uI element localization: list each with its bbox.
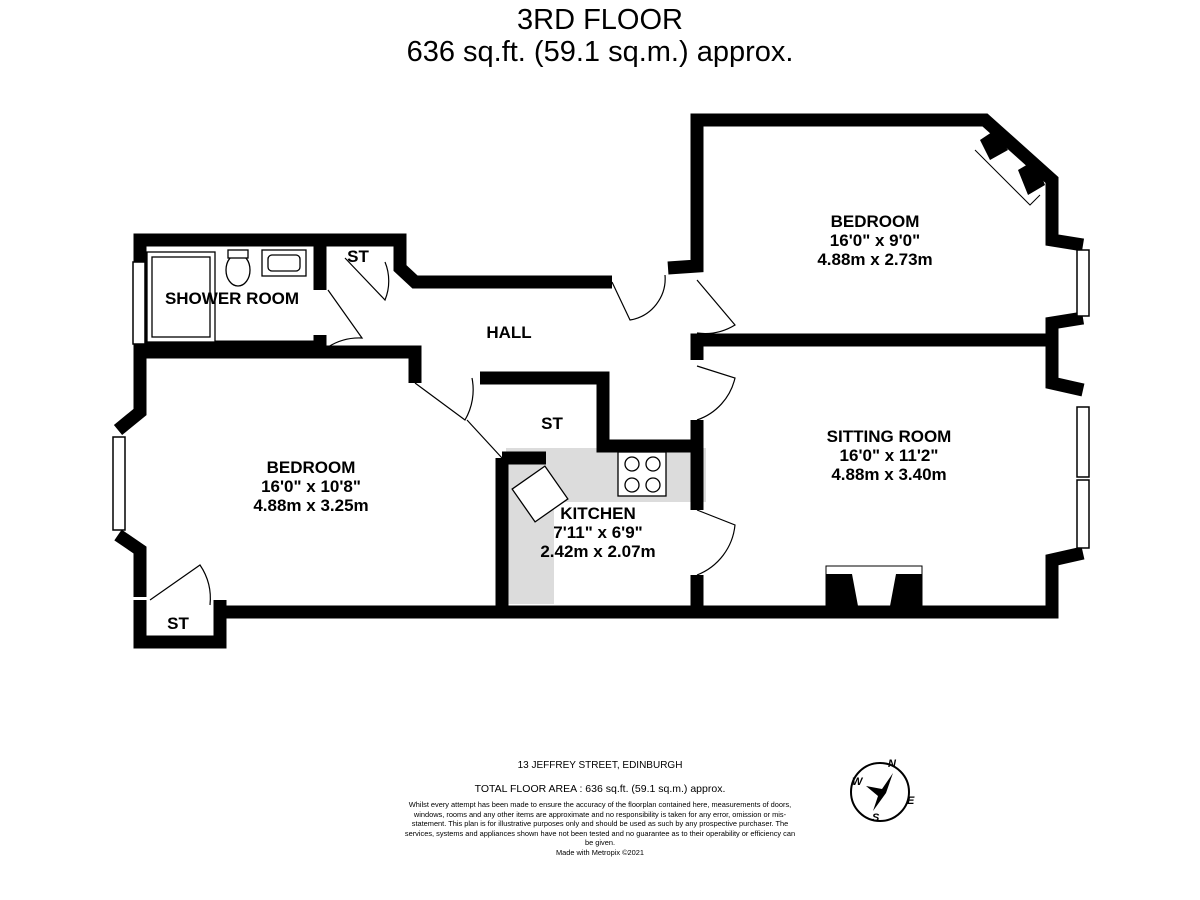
floor-area: 636 sq.ft. (59.1 sq.m.) approx. (406, 36, 794, 68)
total-floor-area: TOTAL FLOOR AREA : 636 sq.ft. (59.1 sq.m… (474, 783, 726, 795)
room-imperial: 16'0" x 10'8" (261, 477, 361, 496)
room-label-kitchen: KITCHEN 7'11" x 6'9" 2.42m x 2.07m (540, 504, 655, 561)
hall-label: HALL (486, 323, 532, 342)
room-name: SITTING ROOM (826, 427, 952, 446)
room-imperial: 7'11" x 6'9" (553, 523, 643, 542)
store-label: ST (541, 414, 563, 433)
room-label-bedroom-1: BEDROOM 16'0" x 9'0" 4.88m x 2.73m (817, 212, 932, 269)
room-metric: 4.88m x 3.25m (253, 496, 369, 515)
address: 13 JEFFREY STREET, EDINBURGH (517, 760, 683, 771)
room-metric: 4.88m x 2.73m (817, 250, 933, 269)
shower-room-label: SHOWER ROOM (164, 289, 300, 308)
room-name: BEDROOM (830, 212, 920, 231)
compass-e: E (907, 795, 915, 807)
store-label: ST (347, 247, 369, 266)
room-imperial: 16'0" x 11'2" (839, 446, 939, 465)
bathroom-fixtures (146, 249, 307, 343)
doors (149, 257, 736, 606)
room-name: BEDROOM (266, 458, 356, 477)
disclaimer: Whilst every attempt has been made to en… (404, 800, 796, 847)
compass-n: N (888, 758, 896, 770)
room-metric: 2.42m x 2.07m (540, 542, 656, 561)
room-imperial: 16'0" x 9'0" (829, 231, 921, 250)
room-name: KITCHEN (560, 504, 636, 523)
room-label-sitting-room: SITTING ROOM 16'0" x 11'2" 4.88m x 3.40m (827, 427, 952, 484)
room-metric: 4.88m x 3.40m (831, 465, 947, 484)
made-with-credit: Made with Metropix ©2021 (555, 848, 645, 857)
room-label-bedroom-2: BEDROOM 16'0" x 10'8" 4.88m x 3.25m (253, 458, 368, 515)
fireplaces (825, 130, 1045, 607)
kitchen-fixtures (511, 451, 667, 523)
floor-title: 3RD FLOOR (517, 4, 683, 36)
compass-w: W (852, 776, 863, 788)
windows (112, 249, 1090, 549)
compass-icon (850, 762, 910, 822)
store-label: ST (167, 614, 189, 633)
compass-s: S (872, 812, 880, 824)
walls (113, 113, 1085, 649)
